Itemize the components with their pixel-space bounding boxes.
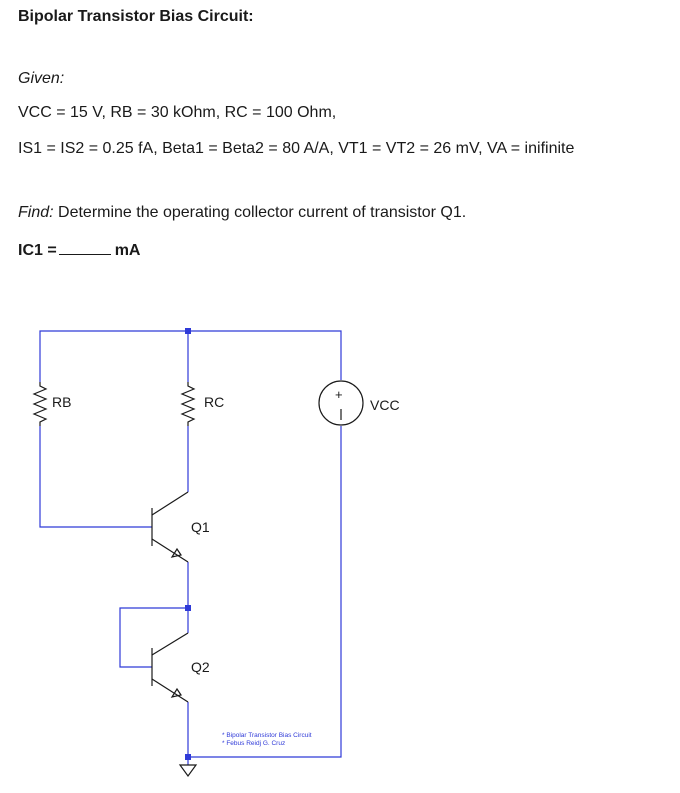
vcc-voltage-source: [318, 380, 364, 426]
given-parameters-line-1: VCC = 15 V, RB = 30 kOhm, RC = 100 Ohm,: [18, 104, 337, 121]
vcc-plus-sign: +: [335, 387, 343, 402]
vcc-label: VCC: [370, 397, 400, 413]
q2-diode-wire: [119, 607, 188, 668]
rb-base-wire: [39, 426, 152, 528]
answer-line: IC1 = mA: [18, 240, 140, 260]
answer-blank[interactable]: [58, 240, 111, 255]
node-mid: [185, 605, 191, 611]
node-ground: [185, 754, 191, 760]
node-top: [185, 328, 191, 334]
rc-label: RC: [204, 394, 224, 410]
q1-transistor: [151, 491, 189, 563]
given-label: Given:: [18, 70, 65, 87]
q1-label: Q1: [191, 519, 210, 535]
rb-label: RB: [52, 394, 71, 410]
q2-label: Q2: [191, 659, 210, 675]
answer-prefix: IC1 =: [18, 242, 57, 259]
find-label: Find:: [18, 204, 54, 221]
find-statement: Find: Determine the operating collector …: [18, 204, 466, 222]
top-rail-wire: [39, 330, 342, 382]
vcc-return-wire: [188, 426, 342, 758]
rb-resistor: [32, 382, 48, 426]
schematic-note-line-2: * Febus Reidj G. Cruz: [222, 740, 285, 747]
q2-transistor: [151, 632, 189, 703]
ground-symbol: [178, 764, 198, 778]
answer-unit: mA: [114, 242, 141, 259]
page-title: Bipolar Transistor Bias Circuit:: [18, 8, 254, 25]
schematic-note-line-1: * Bipolar Transistor Bias Circuit: [222, 732, 312, 739]
given-parameters-line-2: IS1 = IS2 = 0.25 fA, Beta1 = Beta2 = 80 …: [18, 140, 575, 157]
find-text: Determine the operating collector curren…: [53, 204, 467, 221]
rc-resistor: [180, 382, 196, 426]
